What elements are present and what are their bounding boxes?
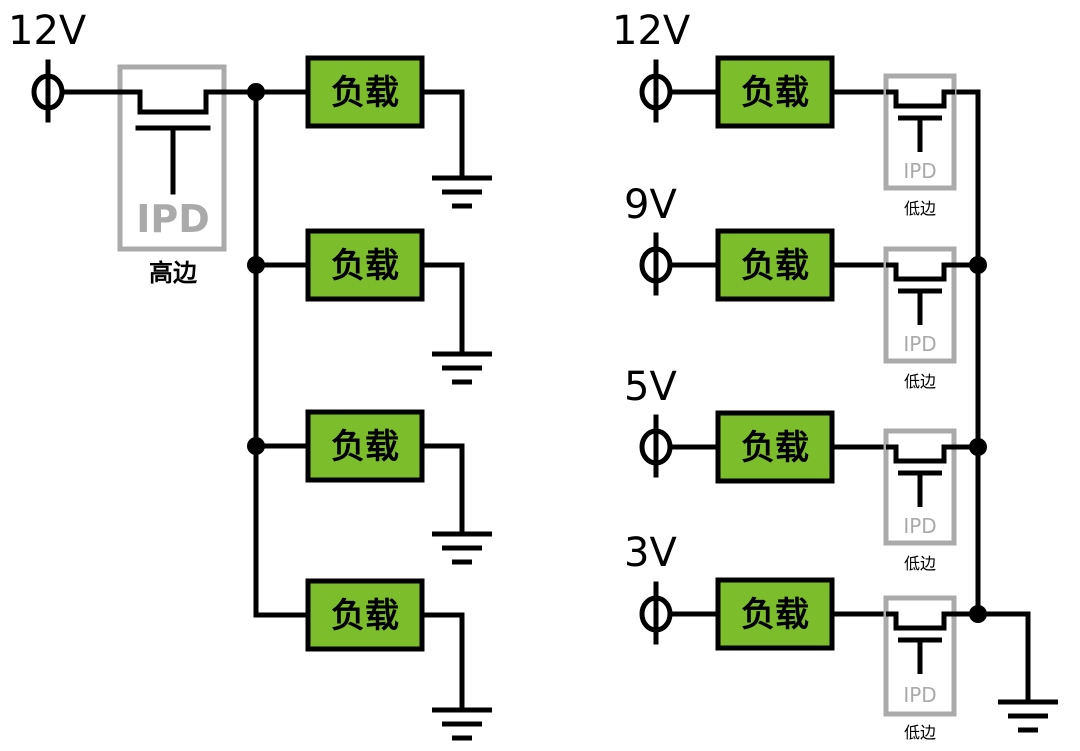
mosfet-icon	[886, 262, 978, 325]
right-supply-label: 9V	[624, 182, 677, 228]
ground-icon	[998, 699, 1058, 733]
supply-terminal-icon	[639, 59, 673, 123]
left-load-row: 负载	[253, 228, 492, 385]
right-supply-label: 3V	[624, 530, 677, 576]
left-supply-terminal-icon	[31, 59, 65, 123]
ipd-low-side: IPD	[883, 73, 957, 191]
ground-icon	[432, 175, 492, 209]
load-label: 负载	[741, 595, 809, 635]
right-row: 9V 负载 IPD 低边	[624, 182, 978, 391]
ipd-side-label: 低边	[904, 723, 936, 742]
load-label: 负载	[331, 246, 399, 286]
load-label: 负载	[331, 73, 399, 113]
load-label: 负载	[331, 427, 399, 467]
low-side-circuit: 12V 负载 IPD 低边 9V	[612, 8, 1058, 742]
left-junction-dot	[247, 83, 265, 101]
ipd-low-side: IPD	[883, 428, 978, 546]
load-box	[305, 55, 425, 129]
left-supply-label: 12V	[8, 8, 87, 54]
load-box	[305, 409, 425, 483]
ipd-side-label: 低边	[904, 554, 936, 573]
right-supply-label: 5V	[624, 364, 677, 410]
left-load-row: 负载	[253, 409, 492, 565]
load-box	[305, 228, 425, 302]
left-load-row: 负载	[253, 578, 492, 741]
left-ipd-side-label: 高边	[149, 259, 198, 287]
ground-icon	[432, 351, 492, 385]
ipd-label: IPD	[903, 683, 936, 707]
right-row: 12V 负载 IPD 低边	[612, 8, 957, 218]
load-box	[715, 228, 835, 302]
high-side-circuit: 12V IPD 高边 负载	[8, 8, 492, 741]
left-mosfet-icon	[117, 89, 229, 195]
left-ipd-label: IPD	[136, 197, 210, 241]
ipd-side-label: 低边	[904, 199, 936, 218]
ipd-low-side: IPD	[883, 246, 978, 364]
supply-terminal-icon	[639, 232, 673, 296]
load-label: 负载	[741, 246, 809, 286]
load-label: 负载	[741, 73, 809, 113]
load-label: 负载	[741, 428, 809, 468]
supply-terminal-icon	[639, 581, 673, 645]
right-supply-label: 12V	[612, 8, 691, 54]
load-box	[715, 55, 835, 129]
load-label: 负载	[331, 596, 399, 636]
mosfet-icon	[886, 611, 978, 674]
ground-icon	[432, 707, 492, 741]
ipd-label: IPD	[903, 514, 936, 538]
supply-terminal-icon	[639, 414, 673, 478]
load-box	[715, 410, 835, 484]
ground-icon	[432, 531, 492, 565]
right-row: 5V 负载 IPD 低边	[624, 364, 978, 573]
right-return-bus	[952, 89, 1031, 703]
right-row: 3V 负载 IPD 低边	[624, 530, 978, 742]
ipd-label: IPD	[903, 332, 936, 356]
left-load-row: 负载	[305, 55, 492, 209]
ipd-low-side: IPD	[883, 595, 978, 717]
mosfet-icon	[886, 444, 978, 507]
ipd-label: IPD	[903, 159, 936, 183]
ipd-side-label: 低边	[904, 372, 936, 391]
left-ipd: IPD	[117, 64, 229, 252]
mosfet-icon	[886, 89, 955, 152]
load-box	[715, 577, 835, 651]
